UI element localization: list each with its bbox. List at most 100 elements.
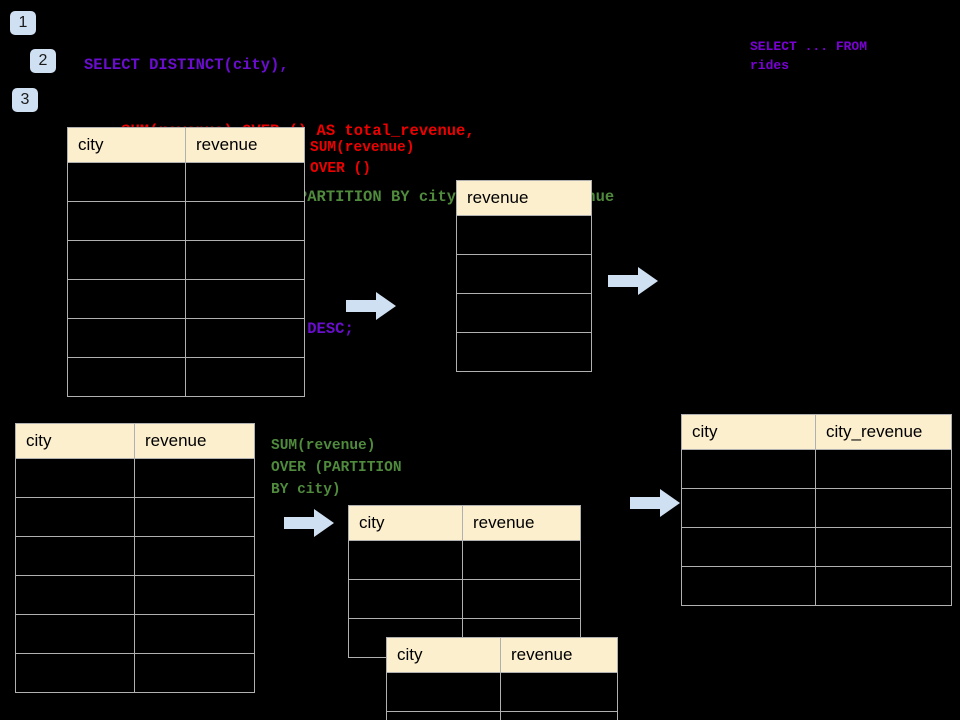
table-cell — [15, 497, 135, 537]
arrow-right-icon-4 — [630, 489, 680, 517]
table-cell — [15, 653, 135, 693]
table-cell — [67, 201, 186, 241]
column-header: revenue — [185, 127, 305, 163]
table-cell — [134, 614, 255, 654]
column-header: city — [386, 637, 501, 673]
table-row — [456, 215, 592, 255]
table-cell — [681, 566, 816, 606]
table-cell — [681, 449, 816, 489]
arrow-right-icon-1 — [346, 292, 396, 320]
table-cell — [185, 201, 305, 241]
table-row — [67, 357, 305, 397]
table-row — [15, 497, 255, 537]
table-cell — [67, 357, 186, 397]
table-cell — [456, 215, 592, 255]
table-cell — [500, 672, 618, 712]
table-cell — [348, 579, 463, 619]
table-row — [681, 566, 952, 606]
table-cell — [134, 536, 255, 576]
column-header: city — [681, 414, 816, 450]
table-cell — [386, 711, 501, 720]
table-cell — [681, 488, 816, 528]
table-row — [15, 653, 255, 693]
table-cell — [456, 293, 592, 333]
table-row — [67, 162, 305, 202]
table-cell — [815, 527, 952, 567]
table-cell — [15, 536, 135, 576]
table-row — [15, 536, 255, 576]
annotation-sum-over-empty: SUM(revenue) OVER () — [310, 140, 415, 177]
table-row — [681, 527, 952, 567]
table-cell — [185, 279, 305, 319]
column-header: city — [15, 423, 135, 459]
table-row — [348, 540, 581, 580]
table-cell — [348, 540, 463, 580]
table-cell — [15, 458, 135, 498]
table-cell — [134, 575, 255, 615]
table-row — [67, 318, 305, 358]
table-cell — [462, 579, 581, 619]
table-cell — [185, 357, 305, 397]
table-cell — [462, 540, 581, 580]
table-row — [67, 201, 305, 241]
column-header: city — [348, 505, 463, 541]
table-cell — [185, 318, 305, 358]
table-cell — [134, 653, 255, 693]
column-header: city_revenue — [815, 414, 952, 450]
table-cell — [134, 458, 255, 498]
annotation-sum-over-partition: SUM(revenue) OVER (PARTITION BY city) — [271, 438, 402, 498]
table-row — [348, 579, 581, 619]
arrow-right-icon-2 — [608, 267, 658, 295]
table-cell — [500, 711, 618, 720]
table-cell — [815, 488, 952, 528]
total-revenue-table: revenue — [456, 180, 592, 372]
table-cell — [185, 162, 305, 202]
table-row — [15, 458, 255, 498]
table-row — [67, 279, 305, 319]
table-cell — [67, 162, 186, 202]
table-cell — [67, 318, 186, 358]
table-row — [681, 449, 952, 489]
table-cell — [185, 240, 305, 280]
table-row — [456, 293, 592, 333]
table-row — [386, 672, 618, 712]
step-badge-2: 2 — [30, 49, 56, 73]
column-header: revenue — [462, 505, 581, 541]
sql-line-1: SELECT DISTINCT(city), — [84, 56, 289, 74]
table-row — [15, 575, 255, 615]
column-header: revenue — [456, 180, 592, 216]
table-row — [456, 332, 592, 372]
column-header: city — [67, 127, 186, 163]
table-cell — [67, 279, 186, 319]
table-cell — [67, 240, 186, 280]
table-cell — [681, 527, 816, 567]
table-cell — [815, 566, 952, 606]
table-cell — [456, 332, 592, 372]
column-header: revenue — [134, 423, 255, 459]
table-row — [67, 240, 305, 280]
table-row — [386, 711, 618, 720]
table-cell — [386, 672, 501, 712]
arrow-right-icon-3 — [284, 509, 334, 537]
column-header: revenue — [500, 637, 618, 673]
table-row — [456, 254, 592, 294]
table-cell — [134, 497, 255, 537]
table-row — [15, 614, 255, 654]
table-header-row: revenue — [456, 180, 592, 216]
table-cell — [15, 575, 135, 615]
table-cell — [456, 254, 592, 294]
table-cell — [815, 449, 952, 489]
step-badge-1: 1 — [10, 11, 36, 35]
table-cell — [15, 614, 135, 654]
